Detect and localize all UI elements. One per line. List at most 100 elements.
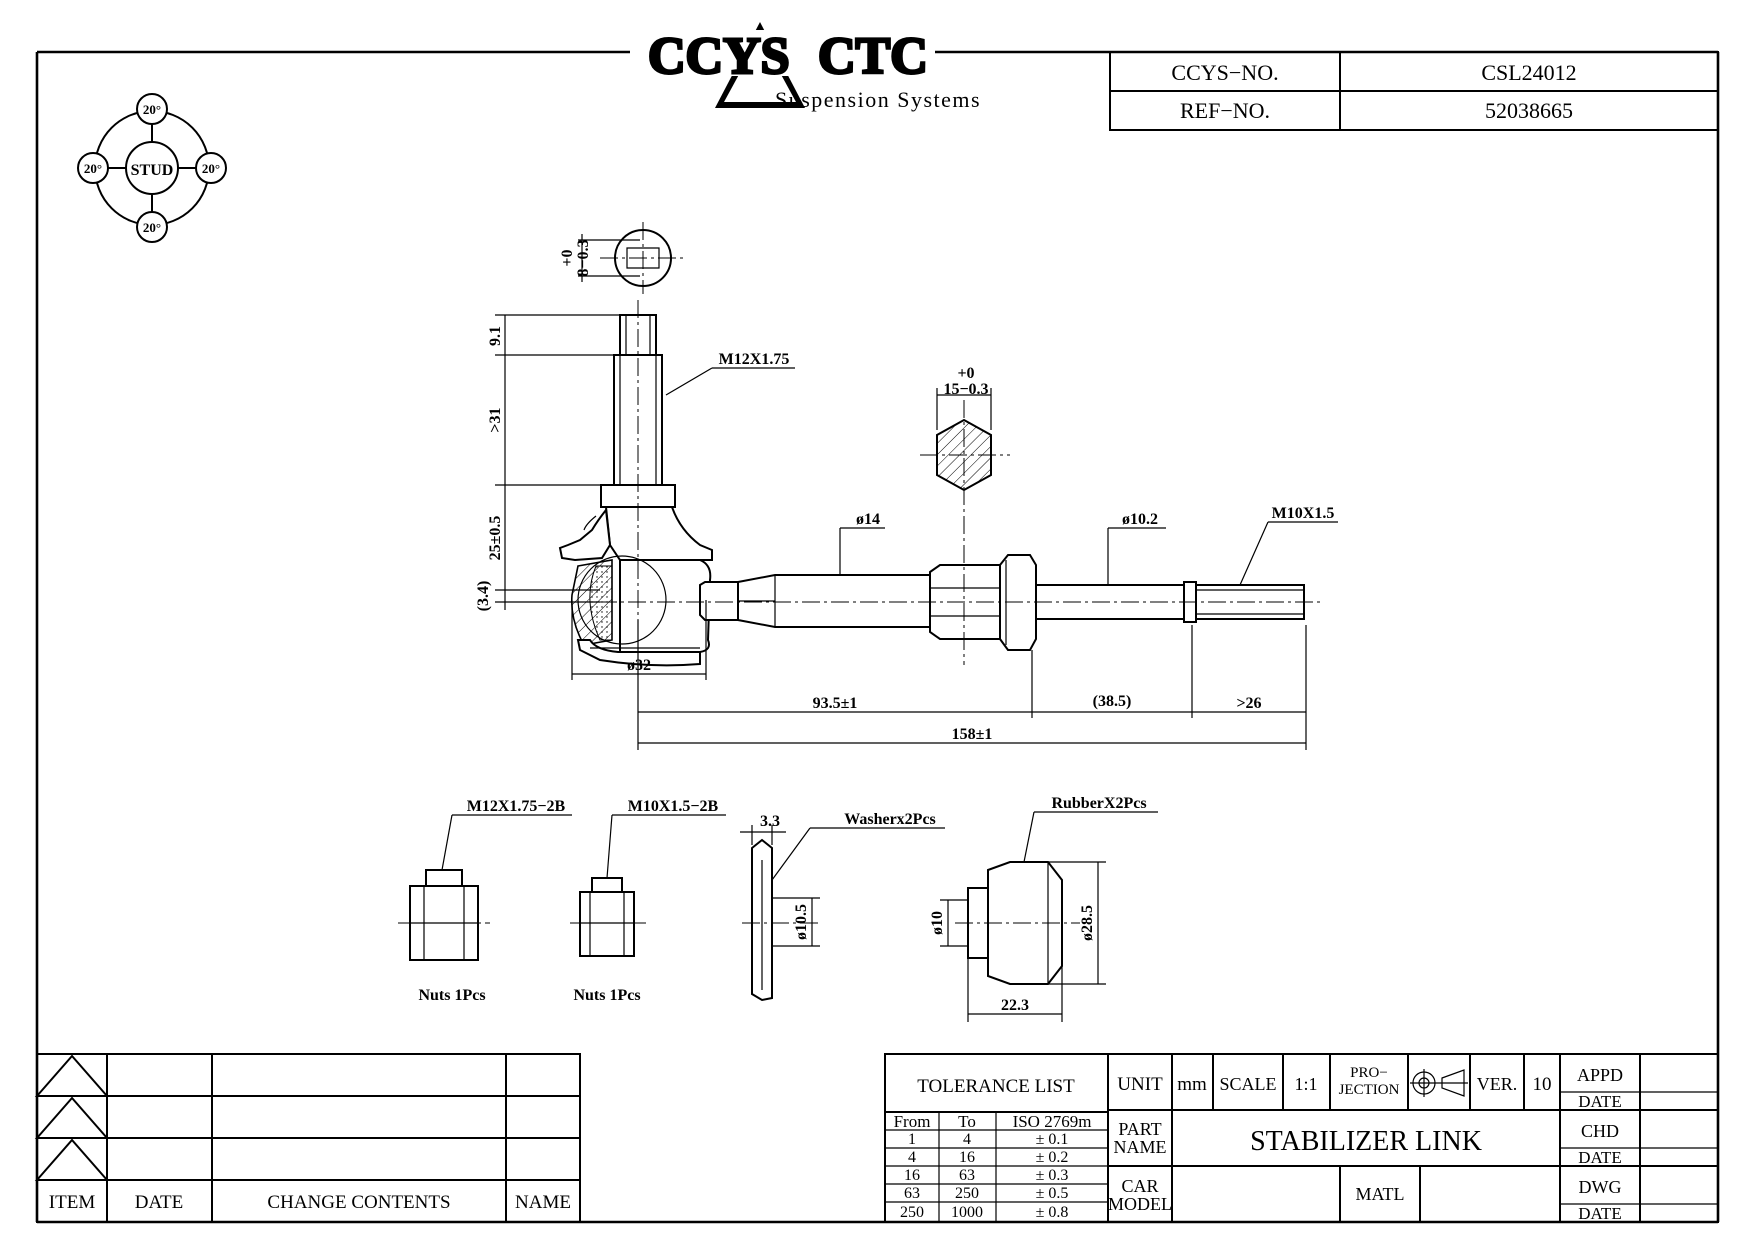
unit-value: mm bbox=[1177, 1074, 1207, 1095]
svg-text:16: 16 bbox=[904, 1167, 920, 1184]
svg-text:63: 63 bbox=[904, 1185, 920, 1202]
svg-text:± 0.3: ± 0.3 bbox=[1036, 1167, 1069, 1184]
dim-rod-dia: ø10.2 bbox=[1122, 511, 1158, 528]
third-angle-projection-icon bbox=[1410, 1069, 1468, 1097]
projection-label-2: JECTION bbox=[1339, 1082, 1400, 1098]
svg-text:63: 63 bbox=[959, 1167, 975, 1184]
dwg-date-label: DATE bbox=[1578, 1204, 1621, 1223]
ver-label: VER. bbox=[1477, 1074, 1518, 1094]
tolerance-row: 4 16 ± 0.2 bbox=[908, 1149, 1068, 1166]
chd-label: CHD bbox=[1581, 1121, 1619, 1141]
dwg-label: DWG bbox=[1579, 1177, 1622, 1197]
accessory-washer: 3.3 Washerx2Pcs ø10.5 bbox=[740, 811, 945, 1002]
revision-table: ITEM DATE CHANGE CONTENTS NAME bbox=[34, 1053, 581, 1223]
svg-text:± 0.8: ± 0.8 bbox=[1036, 1204, 1069, 1221]
svg-text:1000: 1000 bbox=[951, 1204, 983, 1221]
accessory-rubber: RubberX2Pcs ø10 ø28.5 22.3 bbox=[929, 795, 1158, 1022]
rev-col-name: NAME bbox=[515, 1192, 571, 1213]
scale-label: SCALE bbox=[1219, 1074, 1276, 1094]
accessory-nut-m12: M12X1.75−2B Nuts 1Pcs bbox=[398, 798, 572, 1004]
accessory-nut-m10: M10X1.5−2B Nuts 1Pcs bbox=[570, 798, 726, 1004]
stud-angle-right: 20° bbox=[202, 161, 220, 176]
dim-len-935: 93.5±1 bbox=[813, 695, 858, 712]
hex2-tol-bottom: 15−0.3 bbox=[943, 381, 988, 398]
svg-text:4: 4 bbox=[908, 1149, 916, 1166]
stud-angle-symbol: STUD 20° 20° 20° 20° bbox=[77, 93, 227, 243]
hex-tol-bottom: 8−0.3 bbox=[575, 239, 592, 276]
tolerance-title: TOLERANCE LIST bbox=[917, 1076, 1075, 1097]
ccys-no-value: CSL24012 bbox=[1481, 60, 1576, 85]
appd-date-label: DATE bbox=[1578, 1092, 1621, 1111]
hex-tol-top: +0 bbox=[559, 249, 576, 266]
hex2-tol-top: +0 bbox=[957, 365, 974, 382]
dim-stud-tip: 9.1 bbox=[487, 326, 504, 346]
part-name-label-2: NAME bbox=[1114, 1137, 1167, 1157]
tol-header-from: From bbox=[894, 1112, 931, 1131]
tolerance-row: 1 4 ± 0.1 bbox=[908, 1131, 1068, 1148]
part-name-value: STABILIZER LINK bbox=[1250, 1126, 1482, 1157]
tolerance-row: 63 250 ± 0.5 bbox=[904, 1185, 1068, 1202]
dim-offset-34: (3.4) bbox=[475, 581, 492, 612]
stud-end-view: +0 8−0.3 bbox=[559, 222, 686, 294]
ref-no-value: 52038665 bbox=[1485, 98, 1573, 123]
chd-date-label: DATE bbox=[1578, 1148, 1621, 1167]
logo-brand-left: CCYS bbox=[648, 28, 790, 85]
logo-brand-right: CTC bbox=[818, 28, 928, 85]
dim-stud-thread: M12X1.75 bbox=[719, 351, 790, 368]
projection-label-1: PRO− bbox=[1350, 1065, 1388, 1081]
dim-rod-thread: M10X1.5 bbox=[1272, 505, 1335, 522]
tol-header-iso: ISO 2769m bbox=[1013, 1112, 1092, 1131]
dim-stud-thread-len: >31 bbox=[487, 407, 504, 432]
dim-len-total: 158±1 bbox=[952, 726, 993, 743]
svg-text:16: 16 bbox=[959, 1149, 975, 1166]
brand-logo: CCYS CTC Suspension Systems bbox=[647, 22, 981, 112]
rev-col-item: ITEM bbox=[49, 1192, 96, 1213]
rev-col-date: DATE bbox=[135, 1192, 184, 1213]
washer-label: Washerx2Pcs bbox=[844, 811, 936, 828]
dim-len-385: (38.5) bbox=[1093, 693, 1132, 710]
header-number-table: CCYS−NO. CSL24012 REF−NO. 52038665 bbox=[1109, 51, 1719, 131]
svg-text:± 0.1: ± 0.1 bbox=[1036, 1131, 1069, 1148]
stud-angle-top: 20° bbox=[143, 102, 161, 117]
rubber-inner: ø10 bbox=[929, 911, 946, 935]
ccys-no-label: CCYS−NO. bbox=[1171, 60, 1278, 85]
dim-shank-dia: ø14 bbox=[856, 511, 880, 528]
matl-label: MATL bbox=[1356, 1184, 1405, 1204]
unit-label: UNIT bbox=[1117, 1074, 1163, 1095]
rev-col-change: CHANGE CONTENTS bbox=[267, 1192, 450, 1213]
rubber-label: RubberX2Pcs bbox=[1051, 795, 1146, 812]
nut2-spec: M10X1.5−2B bbox=[628, 798, 719, 815]
washer-thick: 3.3 bbox=[760, 813, 780, 830]
svg-text:± 0.5: ± 0.5 bbox=[1036, 1185, 1069, 1202]
tol-header-to: To bbox=[958, 1112, 976, 1131]
dim-len-26: >26 bbox=[1236, 695, 1261, 712]
title-block: TOLERANCE LIST From To ISO 2769m 1 4 ± 0… bbox=[884, 1053, 1719, 1223]
ref-no-label: REF−NO. bbox=[1180, 98, 1270, 123]
svg-text:250: 250 bbox=[900, 1204, 924, 1221]
main-dimensions: 9.1 >31 25±0.5 (3.4) M12X1.75 ø32 ø14 ø1… bbox=[475, 314, 1338, 750]
tolerance-row: 250 1000 ± 0.8 bbox=[900, 1204, 1068, 1221]
svg-text:± 0.2: ± 0.2 bbox=[1036, 1149, 1069, 1166]
hex-section-view: +0 15−0.3 bbox=[920, 365, 1010, 665]
stud-center-label: STUD bbox=[131, 162, 174, 179]
ver-value: 10 bbox=[1533, 1074, 1552, 1095]
svg-text:4: 4 bbox=[963, 1131, 971, 1148]
washer-dia: ø10.5 bbox=[793, 904, 810, 940]
car-model-label-1: CAR bbox=[1121, 1176, 1158, 1196]
appd-label: APPD bbox=[1577, 1065, 1623, 1085]
sheet-border bbox=[35, 50, 1720, 1224]
part-name-label-1: PART bbox=[1118, 1119, 1161, 1139]
svg-text:250: 250 bbox=[955, 1185, 979, 1202]
dim-height-25: 25±0.5 bbox=[487, 516, 504, 561]
scale-value: 1:1 bbox=[1294, 1074, 1317, 1094]
stabilizer-link-assembly bbox=[558, 300, 1320, 667]
nut2-label: Nuts 1Pcs bbox=[573, 987, 640, 1004]
tolerance-row: 16 63 ± 0.3 bbox=[904, 1167, 1068, 1184]
nut1-spec: M12X1.75−2B bbox=[467, 798, 566, 815]
car-model-label-2: MODEL bbox=[1108, 1194, 1172, 1214]
stud-angle-left: 20° bbox=[84, 161, 102, 176]
logo-tagline: Suspension Systems bbox=[775, 87, 981, 112]
rubber-outer: ø28.5 bbox=[1079, 905, 1096, 941]
nut1-label: Nuts 1Pcs bbox=[418, 987, 485, 1004]
